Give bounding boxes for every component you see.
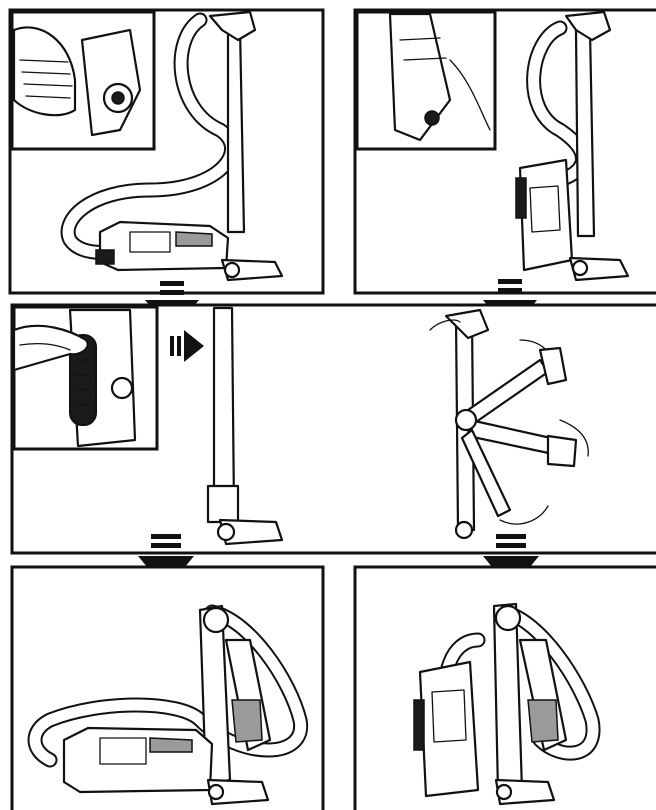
panel-3-inset bbox=[14, 307, 157, 449]
panel-3 bbox=[12, 305, 656, 553]
panel-2 bbox=[355, 10, 656, 293]
panel-6 bbox=[355, 567, 656, 810]
panel-1-inset bbox=[12, 12, 154, 149]
panel-5 bbox=[12, 567, 323, 810]
panel-1 bbox=[10, 10, 323, 293]
panel-2-inset bbox=[357, 12, 495, 149]
